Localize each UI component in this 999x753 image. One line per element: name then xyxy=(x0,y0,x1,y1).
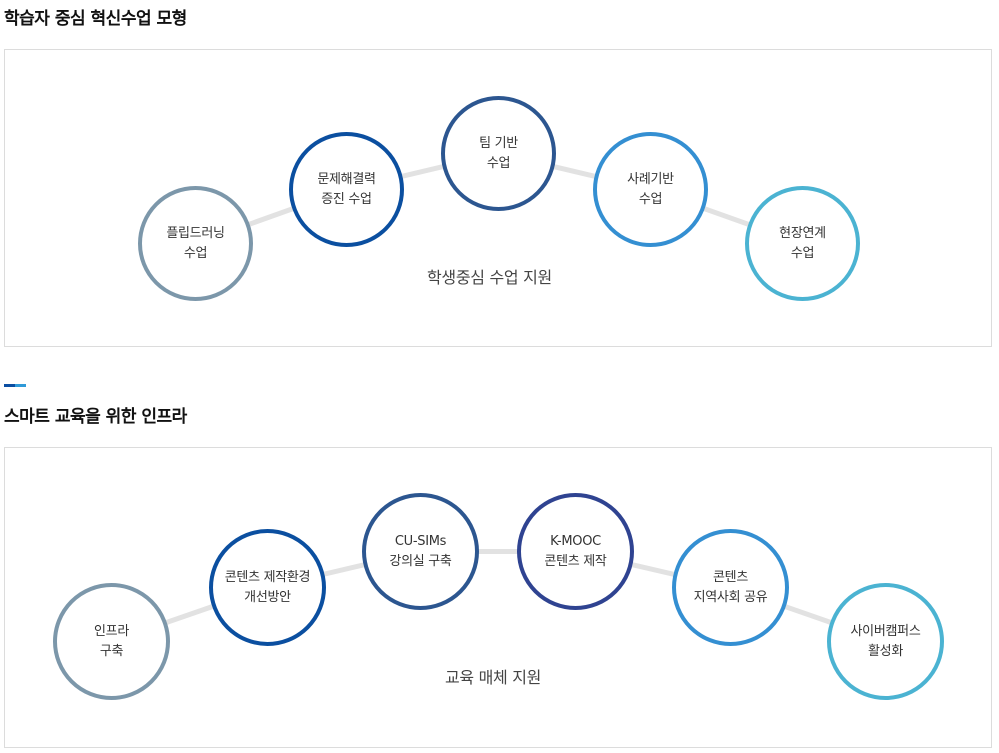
node-label-line1: 문제해결력 xyxy=(317,171,376,187)
node-flipped-learning: 플립드러닝 수업 xyxy=(138,186,253,301)
node-label-line2: 수업 xyxy=(790,245,815,261)
node-label-line2: 강의실 구축 xyxy=(389,553,452,569)
node-label-line2: 증진 수업 xyxy=(321,191,372,207)
node-label-line1: 콘텐츠 xyxy=(713,569,748,585)
node-label-line2: 개선방안 xyxy=(244,589,291,605)
node-label-line2: 구축 xyxy=(99,643,124,659)
node-label-line1: CU-SIMs xyxy=(394,533,447,549)
node-label-line1: 인프라 xyxy=(94,623,129,639)
node-label-line1: 플립드러닝 xyxy=(166,225,225,241)
node-problem-solving: 문제해결력 증진 수업 xyxy=(289,132,404,247)
node-label-line1: 팀 기반 xyxy=(479,135,518,151)
node-content-share: 콘텐츠 지역사회 공유 xyxy=(672,529,789,646)
node-cyber-campus: 사이버캠퍼스 활성화 xyxy=(827,583,944,700)
node-infra-build: 인프라 구축 xyxy=(53,583,170,700)
section-title-learner-model: 학습자 중심 혁신수업 모형 xyxy=(4,9,187,29)
node-label-line2: 수업 xyxy=(183,245,208,261)
node-field-linked: 현장연계 수업 xyxy=(745,186,860,301)
section-accent-bar xyxy=(4,384,26,387)
node-label-line2: 지역사회 공유 xyxy=(693,589,768,605)
node-k-mooc: K-MOOC 콘텐츠 제작 xyxy=(517,493,634,610)
node-label-line2: 활성화 xyxy=(868,643,903,659)
node-team-based: 팀 기반 수업 xyxy=(441,96,556,211)
node-label-line1: 사이버캠퍼스 xyxy=(850,623,921,639)
center-label-media-support: 교육 매체 지원 xyxy=(445,668,542,687)
learner-model-diagram: 플립드러닝 수업 문제해결력 증진 수업 팀 기반 수업 사례기반 수업 현장연… xyxy=(4,49,992,347)
node-content-env: 콘텐츠 제작환경 개선방안 xyxy=(209,529,326,646)
node-label-line1: 현장연계 xyxy=(779,225,826,241)
node-label-line1: 사례기반 xyxy=(627,171,674,187)
node-label-line2: 콘텐츠 제작 xyxy=(544,553,607,569)
node-label-line1: K-MOOC xyxy=(550,533,601,549)
node-label-line1: 콘텐츠 제작환경 xyxy=(224,569,311,585)
node-label-line2: 수업 xyxy=(638,191,663,207)
center-label-student-support: 학생중심 수업 지원 xyxy=(427,268,552,287)
section-title-smart-infra: 스마트 교육을 위한 인프라 xyxy=(4,407,187,427)
node-case-based: 사례기반 수업 xyxy=(593,132,708,247)
node-cu-sims: CU-SIMs 강의실 구축 xyxy=(362,493,479,610)
node-label-line2: 수업 xyxy=(486,155,511,171)
smart-infra-diagram: 인프라 구축 콘텐츠 제작환경 개선방안 CU-SIMs 강의실 구축 K-MO… xyxy=(4,447,992,748)
